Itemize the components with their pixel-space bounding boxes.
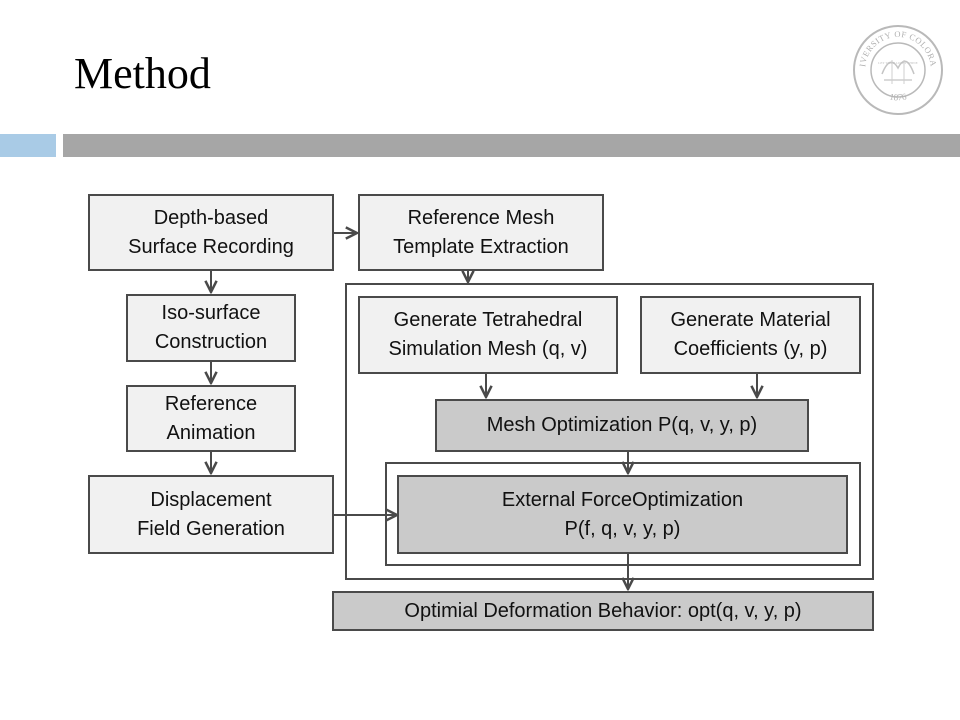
simulation-group-frame bbox=[345, 283, 874, 580]
optimal-deformation-box: Optimial Deformation Behavior: opt(q, v,… bbox=[332, 591, 874, 631]
slide-title: Method bbox=[74, 49, 211, 98]
displacement-field-box: Displacement Field Generation bbox=[88, 475, 334, 554]
title-accent-bar bbox=[0, 134, 56, 157]
tetrahedral-mesh-box: Generate Tetrahedral Simulation Mesh (q,… bbox=[358, 296, 618, 374]
external-force-optimization-box: External ForceOptimization P(f, q, v, y,… bbox=[397, 475, 848, 554]
reference-mesh-box: Reference Mesh Template Extraction bbox=[358, 194, 604, 271]
university-seal-logo: UNIVERSITY OF COLORADO 1876 LET YOUR LIG… bbox=[852, 24, 943, 115]
mesh-optimization-box: Mesh Optimization P(q, v, y, p) bbox=[435, 399, 809, 452]
force-optimization-outer-frame bbox=[385, 462, 861, 566]
seal-motto: LET YOUR LIGHT SHINE bbox=[878, 61, 918, 65]
material-coefficients-box: Generate Material Coefficients (y, p) bbox=[640, 296, 861, 374]
reference-animation-box: Reference Animation bbox=[126, 385, 296, 452]
svg-text:1876: 1876 bbox=[889, 91, 908, 102]
title-rule bbox=[63, 134, 960, 157]
depth-recording-box: Depth-based Surface Recording bbox=[88, 194, 334, 271]
iso-surface-box: Iso-surface Construction bbox=[126, 294, 296, 362]
seal-bottom-text: 1876 bbox=[889, 91, 908, 102]
